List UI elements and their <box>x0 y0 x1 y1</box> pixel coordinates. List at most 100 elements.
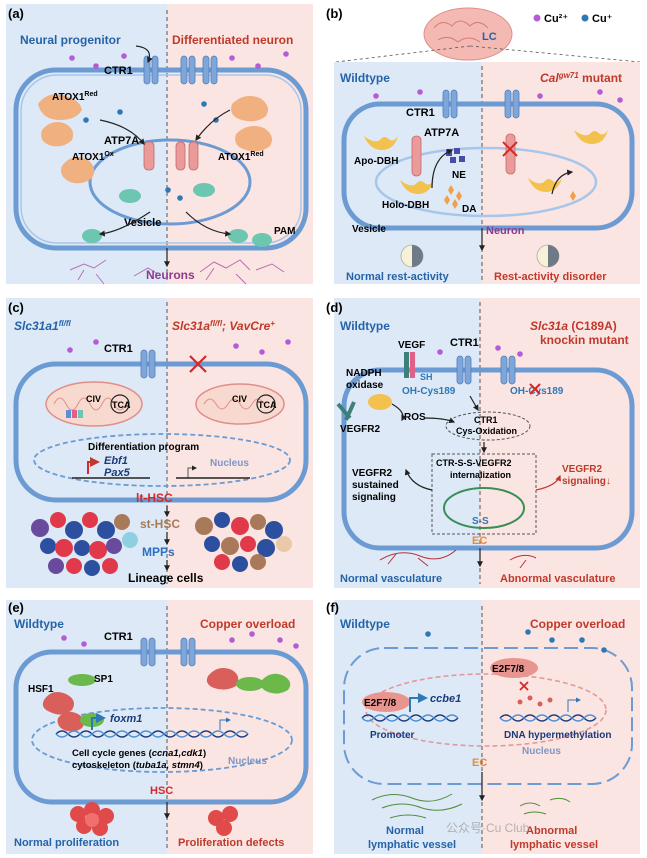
panel-d-left-title: Wildtype <box>340 319 390 333</box>
panel-b-holo-dbh <box>400 180 434 194</box>
panel-e-promoter-arrow-r <box>219 717 231 730</box>
panel-c-left-title: Slc31a1fl/fl <box>14 319 71 333</box>
panel-a-atox1-ox-shape <box>61 157 95 184</box>
panel-e-bottom-left: Normal proliferation <box>14 837 119 849</box>
panel-b-da-cluster <box>444 185 576 209</box>
cu2-dot <box>617 97 623 103</box>
cu2-dot <box>81 641 87 647</box>
panel-d-arrow <box>404 468 433 491</box>
panel-c-tca-cycle <box>256 394 276 414</box>
cu2-dot <box>67 347 73 353</box>
cu2-dot <box>233 343 239 349</box>
panel-a-arrow <box>195 109 231 141</box>
panel-a-atp7a-label: ATP7A <box>104 135 139 147</box>
panel-f: (f) Wildtype Copper overload E2F7/8 ccbe… <box>326 600 640 854</box>
panel-d-right-title-2: knockin mutant <box>540 333 629 347</box>
panel-d-ec-label: EC <box>472 535 487 547</box>
panel-b-zoom-line <box>469 45 641 63</box>
panel-d-ctr1-cys-2: Cys-Oxidation <box>456 426 517 436</box>
panel-c-tca-cycle <box>110 394 130 414</box>
cu1-dot <box>213 117 219 123</box>
panel-d-endosome <box>443 487 525 529</box>
panel-d-cys-oxidation <box>445 411 531 441</box>
cu1-legend-dot <box>581 14 589 22</box>
panel-a-vesicle-label: Vesicle <box>124 217 161 229</box>
panel-a-atox1-red-label: ATOX1Red <box>52 91 98 103</box>
panel-e-foxm1-arrow <box>91 713 106 730</box>
cu2-legend-label: Cu²⁺ <box>544 13 568 25</box>
cu2-dot <box>277 637 283 643</box>
panel-d-vessel-sketch <box>379 549 457 567</box>
panel-b-ne-label: NE <box>452 170 466 181</box>
panel-c-complex-left <box>66 410 83 418</box>
panel-b-arrow <box>551 169 574 195</box>
panel-d-ss-label: S-S <box>472 516 489 527</box>
panel-c-cell-cluster-right <box>195 512 292 572</box>
panel-a-atp7a-right-2 <box>188 141 199 171</box>
panel-b-bottom-right: Rest-activity disorder <box>494 271 607 283</box>
cu1-dot <box>177 195 183 201</box>
panel-b-ctr1-label: CTR1 <box>406 107 435 119</box>
cu2-dot <box>537 93 543 99</box>
panel-b-atp7a-label: ATP7A <box>424 127 459 139</box>
panel-b-lc-label: LC <box>482 31 497 43</box>
panel-c-promoter-arrow <box>87 457 100 474</box>
cu2-dot <box>597 89 603 95</box>
panel-d-sustained-2: sustained <box>352 480 399 491</box>
panel-c-program-label: Differentiation program <box>88 442 199 453</box>
panel-a-vesicle <box>82 229 102 243</box>
panel-d-ros-label: ROS <box>404 412 426 423</box>
brain-icon <box>423 7 513 61</box>
panel-b-neuron-label: Neuron <box>486 225 525 237</box>
panel-c-nucleus <box>33 433 291 487</box>
cu1-dot <box>525 629 531 635</box>
panel-d-oxidase-label: oxidase <box>346 380 384 391</box>
panel-b-left-title: Wildtype <box>340 71 390 85</box>
panel-c-civ-label: CIV <box>86 394 101 404</box>
panel-d-vegfr2-label: VEGFR2 <box>340 424 380 435</box>
panel-a-atp7a-right-1 <box>175 141 186 171</box>
panel-d-mutation-x <box>529 383 541 395</box>
cu2-dot <box>93 339 99 345</box>
panel-a-arrow <box>135 45 153 64</box>
panel-a-neurons-label: Neurons <box>146 268 195 282</box>
panel-e-nucleus-label: Nucleus <box>228 756 267 767</box>
panel-e-hsf1-label: HSF1 <box>28 684 54 695</box>
panel-a-atox1-ox-label: ATOX1Ox <box>72 151 114 163</box>
panel-c-tag: (c) <box>8 300 24 315</box>
panel-a-cell-membrane <box>13 67 309 251</box>
cu2-dot <box>61 635 67 641</box>
panel-b-holo-dbh-label: Holo-DBH <box>382 200 429 211</box>
panel-d-vessel-sketch <box>509 554 537 569</box>
panel-d-cell-membrane <box>341 367 635 551</box>
panel-d: (d) Wildtype Slc31a (C189A) knockin muta… <box>326 298 640 588</box>
panel-d-nadph-oxidase <box>368 394 392 410</box>
panel-f-bottom-right-1: Abnormal <box>526 825 577 837</box>
cu2-dot <box>517 351 523 357</box>
panel-f-e2f-right-shape <box>490 658 538 678</box>
panel-a-atox1-red-shape <box>38 94 82 120</box>
panel-b-bottom-left: Normal rest-activity <box>346 271 450 283</box>
panel-f-vessel-sketch <box>371 793 463 819</box>
panel-f-vessel-sketch <box>519 797 571 815</box>
panel-d-arrow <box>535 474 561 491</box>
panel-d-arrow <box>423 417 456 424</box>
panel-a-tag: (a) <box>8 6 24 21</box>
panel-a-cell-inner <box>20 74 302 244</box>
panel-f-cell-membrane <box>343 647 633 785</box>
panel-b-apo-dbh-label: Apo-DBH <box>354 156 398 167</box>
panel-d-signaling-r-1: VEGFR2 <box>562 464 602 475</box>
cu2-dot <box>229 55 235 61</box>
panel-d-ctr1-label: CTR1 <box>450 337 479 349</box>
panel-f-e2f-label: E2F7/8 <box>364 698 397 709</box>
panel-c-cristae <box>203 398 265 410</box>
panel-c-cell-membrane <box>13 361 309 503</box>
panel-c-tca-right-label: TCA <box>258 400 277 410</box>
cu2-dot <box>283 51 289 57</box>
panel-d-vegf-label: VEGF <box>398 340 425 351</box>
panel-b-dbh-right-1 <box>574 130 608 144</box>
panel-a-right-title: Differentiated neuron <box>172 33 293 47</box>
cu2-dot <box>121 53 127 59</box>
panel-a-nucleus <box>88 138 252 226</box>
panel-c-cell-cluster-left <box>31 512 138 576</box>
